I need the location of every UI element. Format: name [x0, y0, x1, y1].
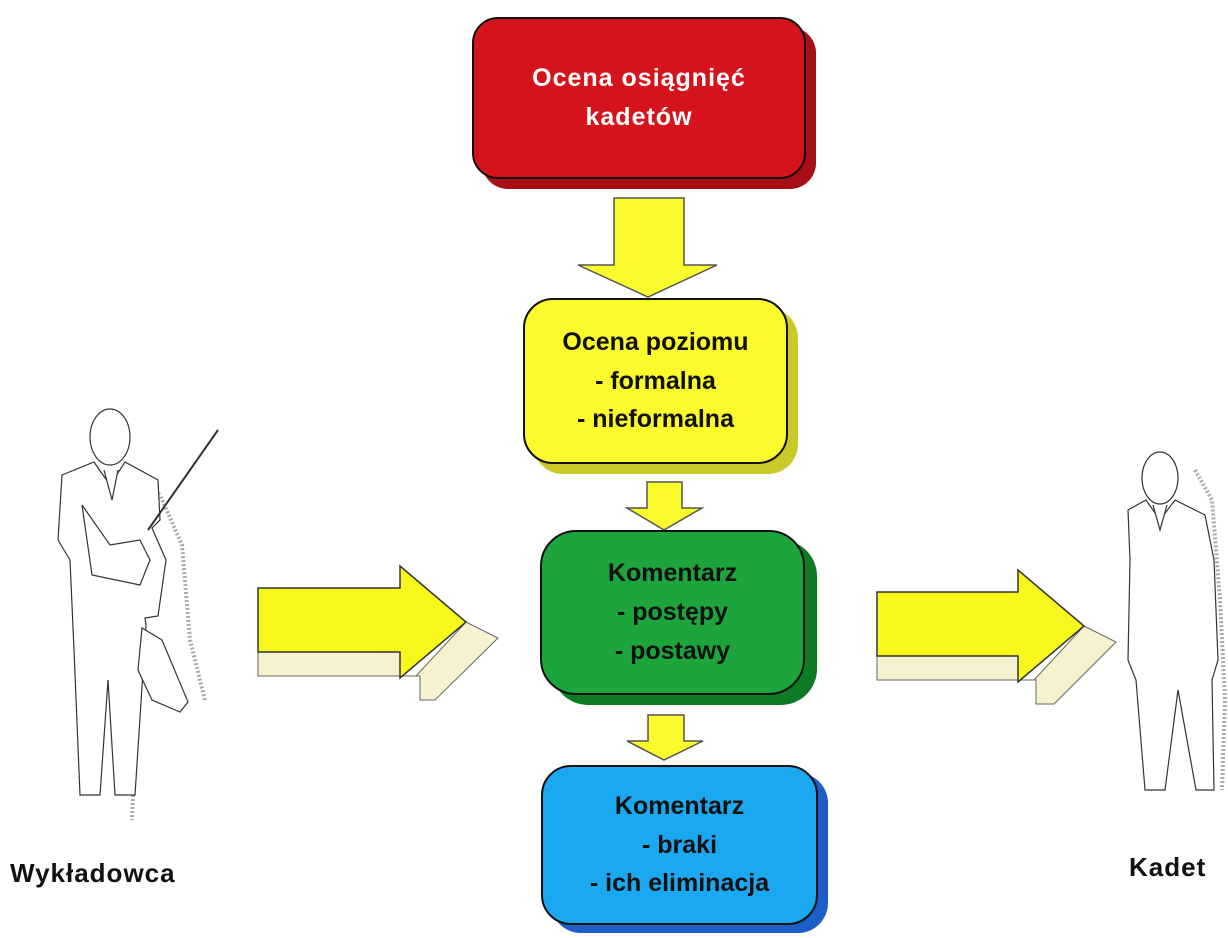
- gaps-comment-box: Komentarz - braki - ich eliminacja: [541, 765, 818, 925]
- lecturer-label: Wykładowca: [10, 858, 176, 888]
- gaps-comment-gaps: - braki: [641, 830, 718, 859]
- assessment-title-line-1: Ocena osiągnięć: [532, 64, 746, 93]
- level-assessment-informal: - nieformalna: [577, 405, 734, 434]
- arrow-down-1: [577, 197, 718, 298]
- progress-comment-attitudes: - postawy: [614, 636, 731, 665]
- lecturer-figure-icon: [57, 408, 219, 821]
- gaps-comment-elimination: - ich eliminacja: [589, 869, 770, 898]
- assessment-title-line-2: kadetów: [585, 103, 693, 131]
- arrow-right-lecturer: [257, 564, 499, 701]
- arrow-right-cadet: [876, 568, 1117, 705]
- level-assessment-title: Ocena poziomu: [562, 327, 749, 356]
- level-assessment-box: Ocena poziomu - formalna - nieformalna: [523, 298, 788, 464]
- progress-comment-box: Komentarz - postępy - postawy: [540, 530, 805, 695]
- cadet-label: Kadet: [1129, 852, 1207, 882]
- progress-comment-progress: - postępy: [616, 598, 729, 627]
- gaps-comment-title: Komentarz: [614, 791, 745, 820]
- cadet-figure-icon: [1127, 451, 1228, 791]
- progress-comment-title: Komentarz: [607, 559, 738, 588]
- arrow-down-3: [626, 714, 704, 761]
- arrow-down-2: [624, 481, 705, 531]
- assessment-box: Ocena osiągnięć kadetów: [472, 17, 806, 179]
- level-assessment-formal: - formalna: [595, 366, 716, 395]
